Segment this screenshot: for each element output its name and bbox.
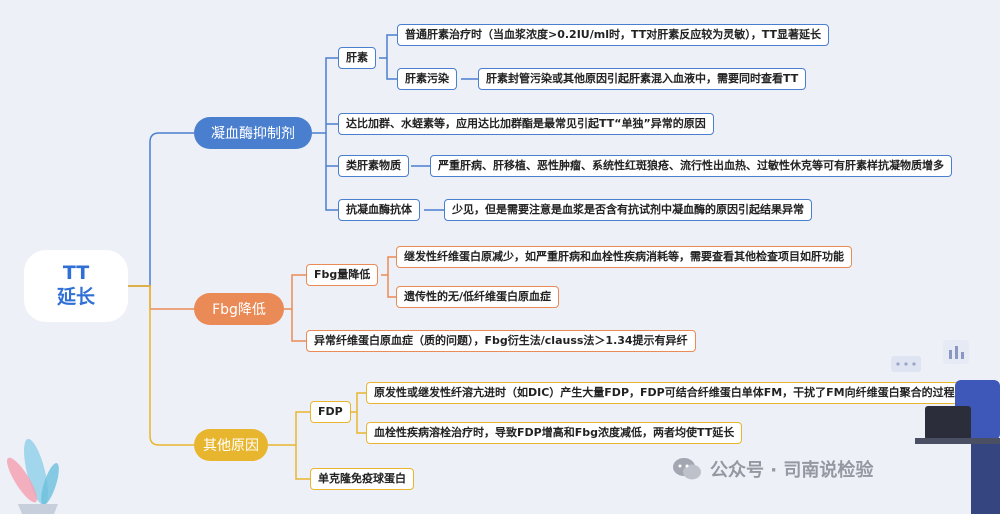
node-heparin-like-detail[interactable]: 严重肝病、肝移植、恶性肿瘤、系统性红斑狼疮、流行性出血热、过敏性休克等可有肝素样… [430,155,952,177]
link-cat2-items [284,274,306,342]
node-heparin-therapy[interactable]: 普通肝素治疗时（当血浆浓度>0.2IU/ml时，TT对肝素反应较为灵敏），TT显… [397,24,829,46]
root-line1: TT [62,262,90,285]
node-heparin[interactable]: 肝素 [338,47,376,69]
category-label: 其他原因 [203,438,259,454]
link-root-cat3 [128,285,194,446]
node-fbg-quantity[interactable]: Fbg量降低 [306,264,379,286]
node-hereditary-afibrinogenemia[interactable]: 遗传性的无/低纤维蛋白原血症 [396,286,560,308]
node-fibrinolysis[interactable]: 原发性或继发性纤溶亢进时（如DIC）产生大量FDP，FDP可结合纤维蛋白单体FM… [366,382,974,404]
node-heparin-contamination-detail[interactable]: 肝素封管污染或其他原因引起肝素混入血液中，需要同时查看TT [478,68,807,90]
link-cat1-items [312,57,338,211]
person-laptop-illustration [891,340,1000,514]
link-root-cat2 [128,285,194,310]
plant-illustration [6,438,59,514]
category-fbg-decrease[interactable]: Fbg降低 [194,293,284,325]
link-cat3-items [268,411,310,480]
node-monoclonal-ig[interactable]: 单克隆免疫球蛋白 [310,468,414,490]
category-label: Fbg降低 [212,302,266,318]
root-node[interactable]: TT 延长 [24,250,128,322]
link-fbg-qty-children [381,256,396,298]
link-root-cat1 [128,132,194,287]
node-heparin-like[interactable]: 类肝素物质 [338,155,409,177]
node-dabigatran[interactable]: 达比加群、水蛭素等，应用达比加群酯是最常见引起TT“单独”异常的原因 [338,113,714,135]
category-label: 凝血酶抑制剂 [211,126,295,142]
node-antithrombin-antibody-detail[interactable]: 少见，但是需要注意是血浆是否含有抗试剂中凝血酶的原因引起结果异常 [444,199,812,221]
node-antithrombin-antibody[interactable]: 抗凝血酶抗体 [338,199,420,221]
node-heparin-contamination[interactable]: 肝素污染 [397,68,457,90]
link-heparin-children [379,34,397,80]
node-secondary-fbg-loss[interactable]: 继发性纤维蛋白原减少，如严重肝病和血栓性疾病消耗等，需要查看其他检查项目如肝功能 [396,246,852,268]
watermark: 公众号 · 司南说检验 [672,456,873,482]
node-thrombolysis[interactable]: 血栓性疾病溶栓治疗时，导致FDP增高和Fbg浓度减低，两者均使TT延长 [366,422,743,444]
link-fdp-children [350,392,366,434]
node-fdp[interactable]: FDP [310,401,351,423]
wechat-icon [672,457,702,481]
node-dysfibrinogenemia[interactable]: 异常纤维蛋白原血症（质的问题），Fbg衍生法/clauss法＞1.34提示有异纤 [306,330,696,352]
root-line2: 延长 [56,286,95,308]
category-thrombin-inhibitor[interactable]: 凝血酶抑制剂 [194,117,312,149]
category-other-causes[interactable]: 其他原因 [194,429,268,461]
watermark-text: 公众号 · 司南说检验 [710,460,874,481]
